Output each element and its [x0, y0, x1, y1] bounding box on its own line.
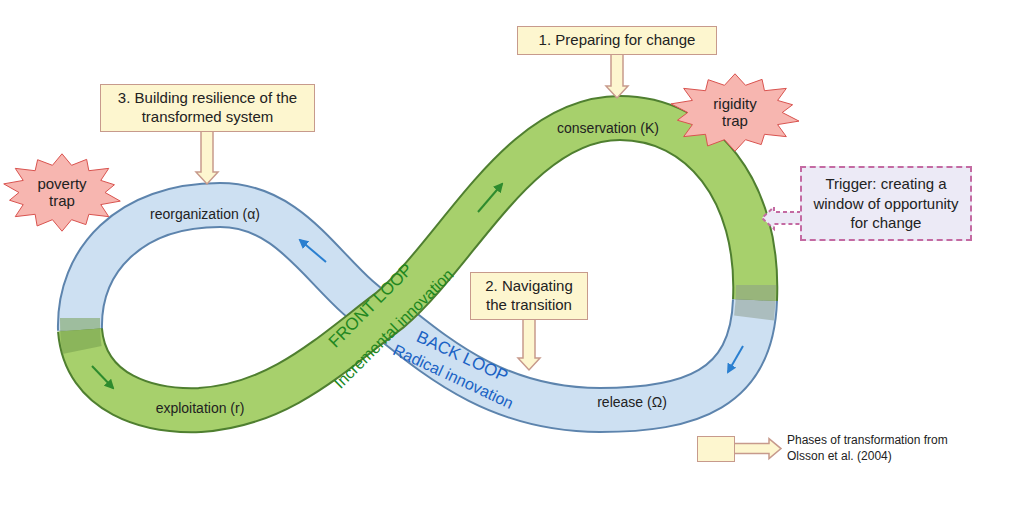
flow-arrow [92, 366, 113, 388]
node-text: 2. Navigating the transition [479, 277, 579, 315]
callout-pointer [196, 131, 218, 185]
phase-label: release (Ω) [597, 394, 667, 410]
trap-starburst: rigidity trap [668, 73, 802, 152]
legend-pointer [734, 439, 781, 459]
back-loop-ribbon-edge [80, 205, 755, 410]
ribbon-shade [754, 285, 756, 318]
phase-label: conservation (K) [557, 120, 659, 136]
back-loop-ribbon [80, 205, 755, 410]
legend-swatch [697, 436, 735, 462]
flow-arrow [728, 346, 743, 372]
phase-label: reorganization (α) [150, 206, 260, 222]
legend-text: Phases of transformation from Olsson et … [787, 433, 967, 464]
flow-arrow [478, 184, 502, 212]
flow-arrow [300, 240, 326, 262]
legend-entry: Phases of transformation from Olsson et … [697, 433, 967, 464]
node-text: rigidity trap [699, 95, 771, 130]
node-text: poverty trap [32, 175, 92, 210]
phase-callout: 2. Navigating the transition [470, 272, 588, 320]
node-text: 3. Building resilience of the transforme… [109, 89, 306, 127]
node-text: 1. Preparing for change [526, 31, 708, 50]
callout-pointer [518, 319, 540, 371]
node-text: Trigger: creating a window of opportunit… [810, 174, 962, 233]
trap-starburst: poverty trap [1, 153, 123, 232]
phase-callout: 1. Preparing for change [517, 26, 717, 55]
trigger-box: Trigger: creating a window of opportunit… [800, 166, 972, 241]
callout-pointer [606, 54, 628, 98]
ribbon-shade [80, 318, 82, 350]
callout-pointer [762, 207, 801, 229]
phase-callout: 3. Building resilience of the transforme… [100, 84, 315, 132]
phase-label: exploitation (r) [156, 400, 245, 416]
